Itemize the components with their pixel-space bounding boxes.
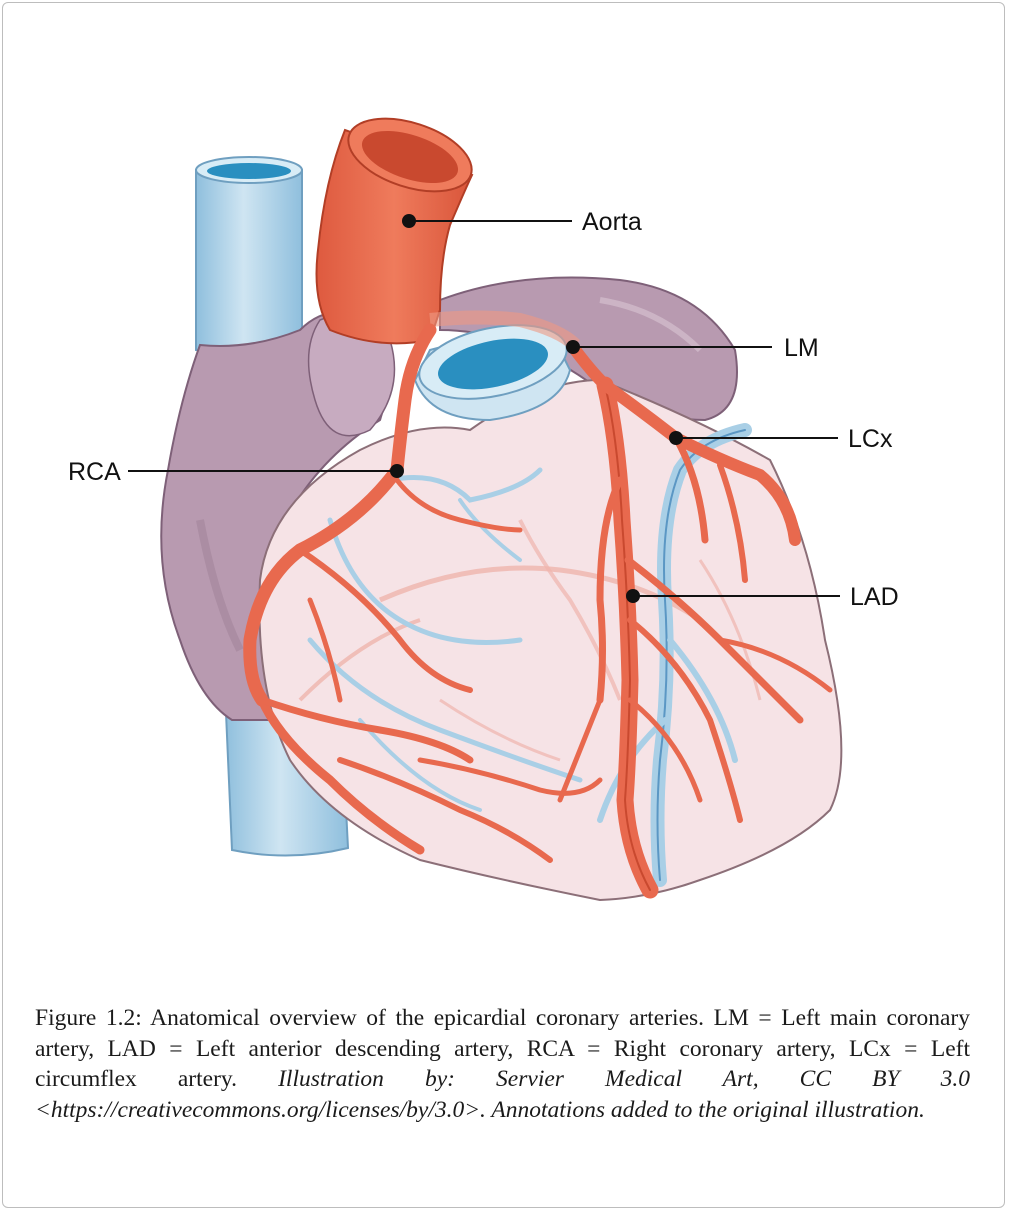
label-aorta: Aorta bbox=[582, 208, 642, 236]
superior-vena-cava bbox=[196, 157, 302, 354]
heart-illustration: Aorta LM LCx RCA LAD bbox=[0, 0, 1009, 1000]
label-lad: LAD bbox=[850, 583, 899, 611]
figure-caption: Figure 1.2: Anatomical overview of the e… bbox=[35, 1003, 970, 1125]
label-lcx: LCx bbox=[848, 425, 893, 453]
label-rca: RCA bbox=[68, 458, 121, 486]
label-lm: LM bbox=[784, 334, 819, 362]
